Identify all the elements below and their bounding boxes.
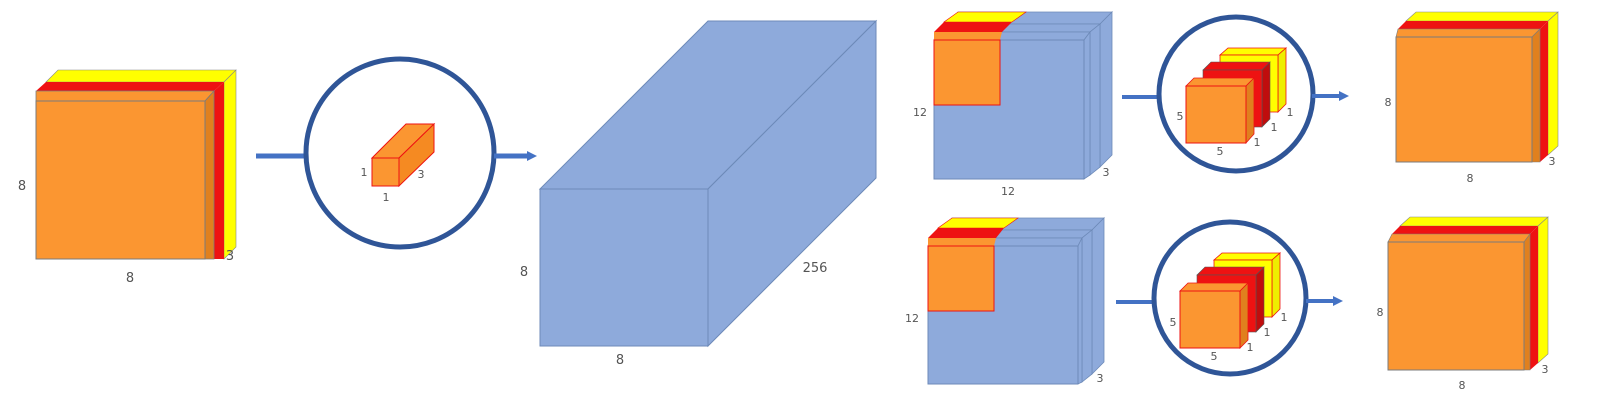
blue-slab-back-side xyxy=(1099,11,1113,168)
yellow-kernel-top xyxy=(1218,47,1288,56)
yellow-channel-side xyxy=(223,69,237,260)
kernel-height-label: 1 xyxy=(361,166,368,179)
orange-kernel-top xyxy=(1185,77,1255,87)
result-top-orange-top xyxy=(1395,28,1541,38)
padded-input-bottom: 12 3 xyxy=(905,217,1105,385)
kernel-bottom-width-label: 5 xyxy=(1211,350,1218,363)
padded-input-top: 12 12 3 xyxy=(913,11,1113,198)
result-bottom-height-label: 8 xyxy=(1377,306,1384,319)
blue-slab-back-side-b xyxy=(1091,217,1105,375)
yellow-kernel-top-b xyxy=(1212,252,1282,261)
orange-channel-face xyxy=(35,100,206,260)
result-top-red-top xyxy=(1398,21,1548,29)
output-volume-block: 8 8 256 xyxy=(520,19,878,368)
window-yellow-top-b xyxy=(937,217,1019,229)
window-red-top xyxy=(934,22,1012,32)
window-orange-face-b xyxy=(927,245,995,312)
red-kernel-top-b xyxy=(1196,266,1265,276)
red-channel-top xyxy=(36,82,224,91)
result-top-yellow-side xyxy=(1547,11,1559,156)
input-height-label: 8 xyxy=(18,179,26,194)
depthwise-kernels-bottom-zoom: 5 5 1 1 1 xyxy=(1151,219,1309,377)
kernel-front-face xyxy=(371,157,400,187)
blue-slab-front-side-b xyxy=(1077,237,1083,385)
red-kernel-top xyxy=(1202,61,1271,71)
result-top-block: 8 8 3 xyxy=(1385,11,1559,185)
kernel-bottom-depth3-label: 1 xyxy=(1281,311,1288,324)
padded-top-height-label: 12 xyxy=(913,106,927,119)
input-image-block: 8 8 3 xyxy=(18,69,237,286)
result-bottom-orange-face xyxy=(1387,241,1525,371)
yellow-kernel-side xyxy=(1277,47,1287,113)
window-orange-top xyxy=(934,32,1002,40)
kernel-top-depth2-label: 1 xyxy=(1271,121,1278,134)
window-orange-face xyxy=(933,39,1001,106)
yellow-channel-top xyxy=(45,69,237,83)
output-front-face xyxy=(539,188,709,347)
kernel-depth-label: 3 xyxy=(418,168,425,181)
orange-kernel-side-b xyxy=(1239,282,1249,349)
kernel-width-label: 1 xyxy=(383,191,390,204)
result-top-width-label: 8 xyxy=(1467,172,1474,185)
orange-kernel-top-b xyxy=(1179,282,1249,292)
padded-bottom-depth-label: 3 xyxy=(1097,372,1104,385)
padded-bottom-height-label: 12 xyxy=(905,312,919,325)
result-bottom-block: 8 8 3 xyxy=(1377,216,1549,392)
window-yellow-top xyxy=(943,11,1027,23)
output-width-label: 8 xyxy=(616,353,624,368)
window-red-top-b xyxy=(928,228,1004,238)
red-channel-side xyxy=(214,82,224,259)
result-top-orange-face xyxy=(1395,36,1533,163)
kernel-top-size-label: 5 xyxy=(1177,110,1184,123)
result-bottom-orange-side xyxy=(1523,233,1531,371)
output-height-label: 8 xyxy=(520,265,528,280)
orange-kernel-side xyxy=(1245,77,1255,145)
orange-kernel-face xyxy=(1185,85,1247,144)
orange-channel-top xyxy=(35,90,215,102)
kernel-top-width-label: 5 xyxy=(1217,145,1224,158)
kernel-bottom-depth1-label: 1 xyxy=(1247,341,1254,354)
result-top-yellow-top xyxy=(1405,11,1559,22)
kernel-top-depth3-label: 1 xyxy=(1287,106,1294,119)
pointwise-kernel-zoom: 1 1 3 xyxy=(303,56,497,250)
result-bottom-depth-label: 3 xyxy=(1542,363,1549,376)
blue-slab-front-side xyxy=(1083,30,1091,180)
result-bottom-red-side xyxy=(1530,226,1538,370)
result-top-red-side xyxy=(1540,21,1548,162)
result-bottom-width-label: 8 xyxy=(1459,379,1466,392)
red-kernel-side-b xyxy=(1255,266,1265,333)
blue-slab-mid-side xyxy=(1089,23,1101,176)
kernel-bottom-size-label: 5 xyxy=(1170,316,1177,329)
result-bottom-yellow-top xyxy=(1399,216,1549,227)
padded-top-width-label: 12 xyxy=(1001,185,1015,198)
result-top-orange-side xyxy=(1531,28,1541,163)
output-depth-label: 256 xyxy=(803,261,828,276)
yellow-kernel-side-b xyxy=(1271,252,1281,318)
result-bottom-orange-top xyxy=(1387,233,1531,243)
input-depth-label: 3 xyxy=(226,249,234,264)
result-bottom-yellow-side xyxy=(1537,216,1549,364)
window-orange-top-b xyxy=(928,238,996,246)
result-top-depth-label: 3 xyxy=(1549,155,1556,168)
depthwise-kernels-top-zoom: 5 5 1 1 1 xyxy=(1156,14,1316,174)
padded-top-depth-label: 3 xyxy=(1103,166,1110,179)
blue-slab-mid-side-b xyxy=(1081,229,1093,383)
result-top-height-label: 8 xyxy=(1385,96,1392,109)
orange-channel-side xyxy=(204,89,215,260)
kernel-bottom-depth2-label: 1 xyxy=(1264,326,1271,339)
kernel-top-depth1-label: 1 xyxy=(1254,136,1261,149)
red-kernel-side xyxy=(1261,61,1271,128)
input-width-label: 8 xyxy=(126,271,134,286)
result-bottom-red-top xyxy=(1392,226,1538,234)
orange-kernel-face-b xyxy=(1179,290,1241,349)
